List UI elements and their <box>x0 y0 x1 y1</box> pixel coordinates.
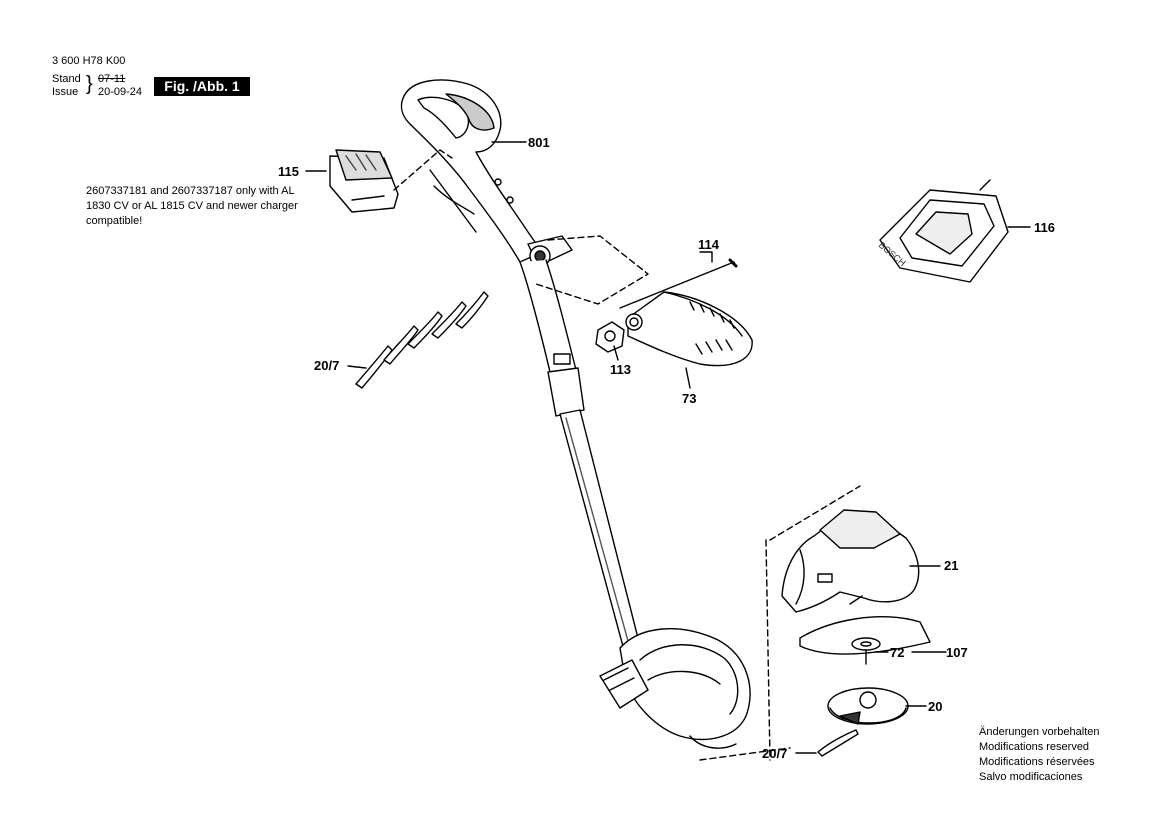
blade-guard <box>781 509 920 613</box>
motor-head <box>599 628 751 749</box>
brace: } <box>86 73 93 95</box>
charger: BOSCH <box>877 179 1009 283</box>
shaft <box>519 259 641 651</box>
document-number: 3 600 H78 K00 <box>52 55 126 67</box>
blade-holder <box>827 687 909 725</box>
callout-113: 113 <box>610 362 631 377</box>
disclaimer-es: Salvo modificaciones <box>979 771 1083 783</box>
disclaimer-de: Änderungen vorbehalten <box>979 726 1100 738</box>
auxiliary-handle <box>625 291 753 367</box>
callout-21: 21 <box>944 558 959 573</box>
callout-72: 72 <box>890 645 905 660</box>
callout-20-7-top: 20/7 <box>314 358 340 373</box>
callout-801: 801 <box>528 135 550 150</box>
stand-label: Stand <box>52 73 81 85</box>
callout-116: 116 <box>1034 220 1055 235</box>
callout-115: 115 <box>278 164 299 179</box>
disclaimer-en: Modifications reserved <box>979 741 1090 753</box>
callout-20-7-bottom: 20/7 <box>762 746 788 761</box>
figure-label: Fig. /Abb. 1 <box>154 77 250 96</box>
callout-73: 73 <box>682 391 697 406</box>
callout-20: 20 <box>928 699 943 714</box>
disclaimer-fr: Modifications réservées <box>979 756 1095 768</box>
knob <box>595 321 625 353</box>
battery-compat-note: 2607337181 and 2607337187 only with AL 1… <box>86 185 298 227</box>
blade-set <box>355 291 489 389</box>
handle-assembly <box>400 79 573 267</box>
callout-107: 107 <box>946 645 968 660</box>
callout-114: 114 <box>698 237 719 252</box>
issue-label: Issue <box>52 86 79 98</box>
issue-date: 20-09-24 <box>98 86 143 98</box>
battery-pack <box>329 149 399 213</box>
stand-date: 07-11 <box>98 73 126 85</box>
